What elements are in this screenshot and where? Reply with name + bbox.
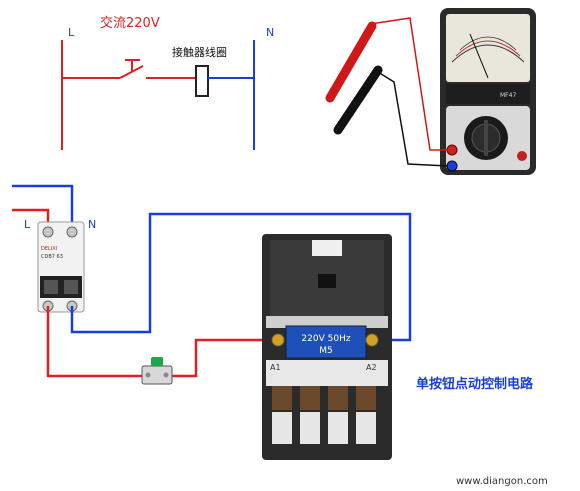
meter-scale-arc-inner <box>459 36 517 51</box>
main-contact-4 <box>356 386 376 410</box>
breaker-top-terminal-live <box>42 226 54 238</box>
contact-cover-1 <box>272 412 292 444</box>
wiring: L N DELIXI CDB7 63 220V 50Hz M5 <box>12 184 534 460</box>
contactor-middle-slot <box>318 274 336 288</box>
contact-cover-4 <box>356 412 376 444</box>
push-button-terminal-right <box>163 372 169 378</box>
red-probe-lead <box>369 17 448 151</box>
range-selector-pointer <box>484 120 488 156</box>
push-button-cap <box>151 357 163 366</box>
coil-symbol <box>195 65 209 97</box>
incoming-live-wire <box>12 208 50 226</box>
red-probe <box>325 21 377 103</box>
black-probe <box>333 65 383 135</box>
breaker-top-terminal-neutral <box>66 226 78 238</box>
live-to-button-wire <box>46 306 142 378</box>
breaker-toggle-neutral <box>64 280 78 294</box>
black-probe-lead <box>377 71 449 167</box>
terminal-label-strip <box>266 360 388 386</box>
meter-terminal-right <box>517 151 527 161</box>
breaker-live-label: L <box>24 218 31 231</box>
meter-needle <box>469 33 489 79</box>
incoming-neutral-wire <box>12 184 74 226</box>
meter-scale-window <box>446 14 530 82</box>
breaker-neutral-label: N <box>88 218 96 231</box>
circuit-title: 单按钮点动控制电路 <box>416 376 534 392</box>
main-contact-3 <box>328 386 348 410</box>
meter-scale-arc-red <box>455 40 521 57</box>
contactor-band <box>266 316 388 328</box>
schematic: L 交流220V 接触器线圈 N <box>61 15 274 150</box>
neutral-to-a2-wire <box>70 212 412 342</box>
main-contact-1 <box>272 386 292 410</box>
supply-label: 交流220V <box>100 15 160 31</box>
coil-model: M5 <box>319 346 333 356</box>
breaker-toggle-live <box>44 280 58 294</box>
red-probe-socket <box>446 144 458 156</box>
button-to-a1-wire <box>172 338 278 378</box>
breaker-model: CDB7 63 <box>41 254 63 260</box>
terminal-a2-label: A2 <box>366 363 377 372</box>
schematic-neutral-label: N <box>266 26 274 39</box>
terminal-a1-screw <box>271 333 285 347</box>
terminal-a1-label: A1 <box>270 363 281 372</box>
contact-cover-3 <box>328 412 348 444</box>
breaker-brand: DELIXI <box>41 246 57 252</box>
coil-nameplate <box>285 325 367 359</box>
meter-brand: MF47 <box>500 92 516 99</box>
contact-cover-2 <box>300 412 320 444</box>
multimeter: MF47 <box>325 8 536 175</box>
watermark: www.diangon.com <box>456 476 548 487</box>
meter-label-strip <box>446 84 530 104</box>
coil-label: 接触器线圈 <box>172 45 227 59</box>
terminal-a2-screw <box>365 333 379 347</box>
main-contact-2 <box>300 386 320 410</box>
push-button-terminal-left <box>145 372 151 378</box>
schematic-live-label: L <box>68 26 75 39</box>
contactor-top-slot <box>312 240 342 256</box>
coil-rating: 220V 50Hz <box>301 334 350 344</box>
meter-scale-arc <box>451 44 525 63</box>
com-probe-socket <box>446 160 458 172</box>
